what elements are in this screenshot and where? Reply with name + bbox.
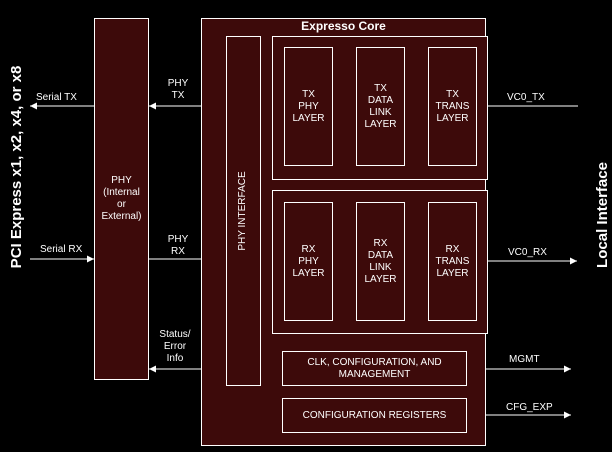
rx-phy-layer: RX PHY LAYER: [284, 202, 333, 321]
mgmt-label: MGMT: [509, 354, 540, 365]
rx-trans-layer: RX TRANS LAYER: [428, 202, 477, 321]
left-side-title: PCI Express x1, x2, x4, or x8: [8, 65, 25, 269]
right-side-title: Local Interface: [594, 162, 611, 268]
config-registers-block: CONFIGURATION REGISTERS: [282, 398, 467, 433]
phy-rx-label: PHY RX: [167, 234, 189, 257]
tx-phy-layer: TX PHY LAYER: [284, 47, 333, 166]
rx-data-link-layer: RX DATA LINK LAYER: [356, 202, 405, 321]
status-error-info-label: Status/ Error Info: [159, 329, 191, 364]
phy-block: PHY (Internal or External): [94, 18, 149, 380]
tx-data-link-layer: TX DATA LINK LAYER: [356, 47, 405, 166]
phy-interface-label: PHY INTERFACE: [237, 171, 248, 251]
clk-config-mgmt-block: CLK, CONFIGURATION, AND MANAGEMENT: [282, 351, 467, 386]
tx-trans-layer: TX TRANS LAYER: [428, 47, 477, 166]
phy-tx-label: PHY TX: [167, 78, 189, 101]
serial-rx-label: Serial RX: [40, 244, 83, 255]
vc0-tx-label: VC0_TX: [507, 92, 545, 103]
vc0-rx-label: VC0_RX: [508, 247, 547, 258]
core-title: Expresso Core: [301, 19, 386, 33]
serial-tx-label: Serial TX: [36, 92, 77, 103]
phy-interface: [226, 36, 261, 386]
cfg-exp-label: CFG_EXP: [506, 402, 553, 413]
